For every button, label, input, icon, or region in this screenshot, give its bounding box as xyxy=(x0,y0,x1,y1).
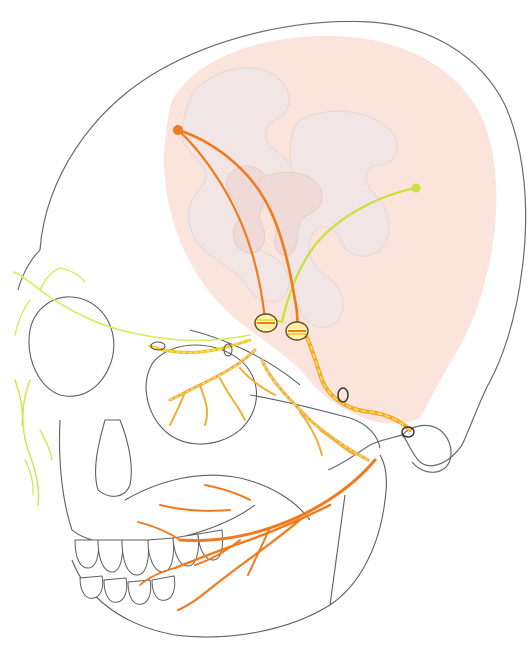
tooth xyxy=(152,576,175,600)
skull-base-line xyxy=(18,250,40,290)
facial-motor-fan-4 xyxy=(160,485,270,575)
tooth xyxy=(122,540,149,575)
sensory-nucleus xyxy=(412,184,421,193)
motor-nucleus xyxy=(173,125,183,135)
tooth xyxy=(148,538,174,572)
tooth xyxy=(104,578,127,602)
tooth xyxy=(98,540,123,572)
ganglion-right xyxy=(286,322,308,340)
cheek-contour xyxy=(125,475,310,520)
tooth xyxy=(75,540,99,568)
sensory-branch-face xyxy=(15,380,39,505)
mandible-ramus xyxy=(330,495,345,605)
orbit-left xyxy=(29,297,114,396)
skull xyxy=(18,21,526,472)
tooth xyxy=(128,580,151,604)
nasal-cavity xyxy=(96,420,132,496)
ganglion-left xyxy=(255,314,277,332)
tooth xyxy=(80,576,103,598)
tooth xyxy=(198,530,223,560)
